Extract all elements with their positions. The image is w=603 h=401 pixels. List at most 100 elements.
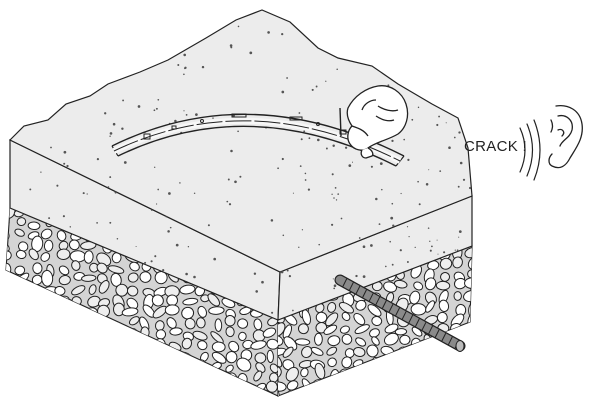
concrete-speckle (311, 88, 314, 91)
gravel-stone (12, 361, 28, 374)
concrete-speckle (286, 269, 289, 272)
gravel-stone (6, 305, 10, 321)
gravel-stone (354, 369, 367, 384)
concrete-speckle (63, 150, 67, 154)
gravel-stone (341, 356, 353, 369)
concrete-speckle (270, 219, 274, 222)
concrete-speckle (41, 44, 44, 47)
concrete-speckle (229, 44, 233, 47)
gravel-stone (452, 378, 464, 392)
gravel-stone (250, 340, 267, 350)
gravel-stone (124, 394, 137, 396)
concrete-speckle (189, 34, 191, 37)
gravel-stone (366, 344, 379, 358)
concrete-speckle (19, 279, 21, 281)
concrete-speckle (150, 260, 153, 263)
concrete-speckle (135, 245, 137, 248)
concrete-speckle (183, 53, 187, 57)
gravel-stone (45, 381, 56, 392)
gravel-stone (6, 340, 12, 351)
concrete-speckle (308, 137, 311, 140)
concrete-speckle (76, 318, 79, 320)
gravel-stone (13, 350, 25, 361)
concrete-speckle (29, 297, 32, 300)
gravel-stone (436, 355, 453, 368)
concrete-speckle (307, 188, 310, 191)
gravel-stone (71, 260, 81, 271)
concrete-speckle (66, 164, 69, 168)
gravel-stone (32, 296, 42, 307)
gravel-stone (70, 370, 85, 381)
concrete-speckle (429, 249, 432, 252)
gravel-stone (96, 262, 108, 274)
concrete-speckle (325, 147, 328, 150)
concrete-speckle (193, 192, 196, 195)
gravel-stone (80, 241, 97, 250)
concrete-speckle (86, 50, 88, 52)
gravel-stone (300, 367, 309, 378)
concrete-speckle (436, 123, 439, 127)
rebar-rib (368, 292, 374, 302)
concrete-speckle (418, 80, 420, 82)
concrete-speckle (378, 223, 381, 226)
gravel-stone (85, 363, 98, 373)
gravel-stone (69, 250, 87, 263)
concrete-speckle (340, 217, 343, 220)
gravel-stone (60, 386, 69, 396)
gravel-stone (265, 394, 277, 396)
gravel-stone (43, 361, 56, 377)
concrete-speckle (370, 244, 373, 247)
gravel-stone (196, 381, 209, 396)
gravel-stone (87, 295, 101, 308)
gravel-stone (366, 364, 380, 381)
concrete-speckle (292, 192, 294, 194)
gravel-stone (130, 338, 140, 353)
gravel-stone (30, 393, 42, 396)
gravel-stone (436, 311, 448, 324)
concrete-speckle (195, 113, 198, 116)
gravel-stone (141, 374, 153, 385)
gravel-stone (211, 351, 227, 364)
gravel-stone (31, 339, 45, 353)
gravel-stone (351, 389, 365, 396)
concrete-speckle (96, 222, 98, 224)
concrete-speckle (399, 249, 402, 252)
gravel-stone (13, 331, 25, 343)
concrete-speckle (255, 290, 258, 293)
gravel-stone (369, 328, 380, 338)
concrete-speckle (157, 188, 160, 191)
concrete-speckle (15, 44, 17, 47)
concrete-speckle (151, 209, 153, 212)
gravel-stone (278, 355, 283, 368)
concrete-speckle (457, 185, 460, 188)
concrete-speckle (407, 158, 410, 162)
gravel-stone (394, 378, 407, 389)
gravel-stone (12, 305, 25, 319)
concrete-speckle (201, 65, 205, 69)
gravel-stone (399, 334, 411, 345)
concrete-speckle (193, 275, 196, 279)
gravel-stone (85, 383, 95, 396)
gravel-stone (452, 256, 463, 269)
gravel-stone (210, 372, 221, 383)
gravel-stone (425, 300, 436, 313)
concrete-speckle (11, 84, 14, 86)
concrete-speckle (282, 234, 285, 237)
gravel-stone (312, 391, 326, 396)
concrete-speckle (227, 178, 230, 181)
gravel-stone (6, 273, 13, 285)
concrete-speckle (406, 226, 409, 228)
concrete-speckle (154, 166, 156, 168)
concrete-speckle (28, 74, 31, 78)
concrete-speckle (25, 297, 27, 299)
concrete-speckle (462, 178, 466, 181)
gravel-stone (367, 304, 382, 317)
gravel-stone (185, 371, 194, 385)
concrete-speckle (392, 224, 395, 227)
gravel-stone (341, 333, 353, 345)
gravel-stone (97, 360, 110, 373)
gravel-stone (438, 299, 450, 313)
concrete-speckle (331, 193, 333, 195)
gravel-stone (32, 262, 43, 275)
concrete-speckle (417, 180, 419, 183)
